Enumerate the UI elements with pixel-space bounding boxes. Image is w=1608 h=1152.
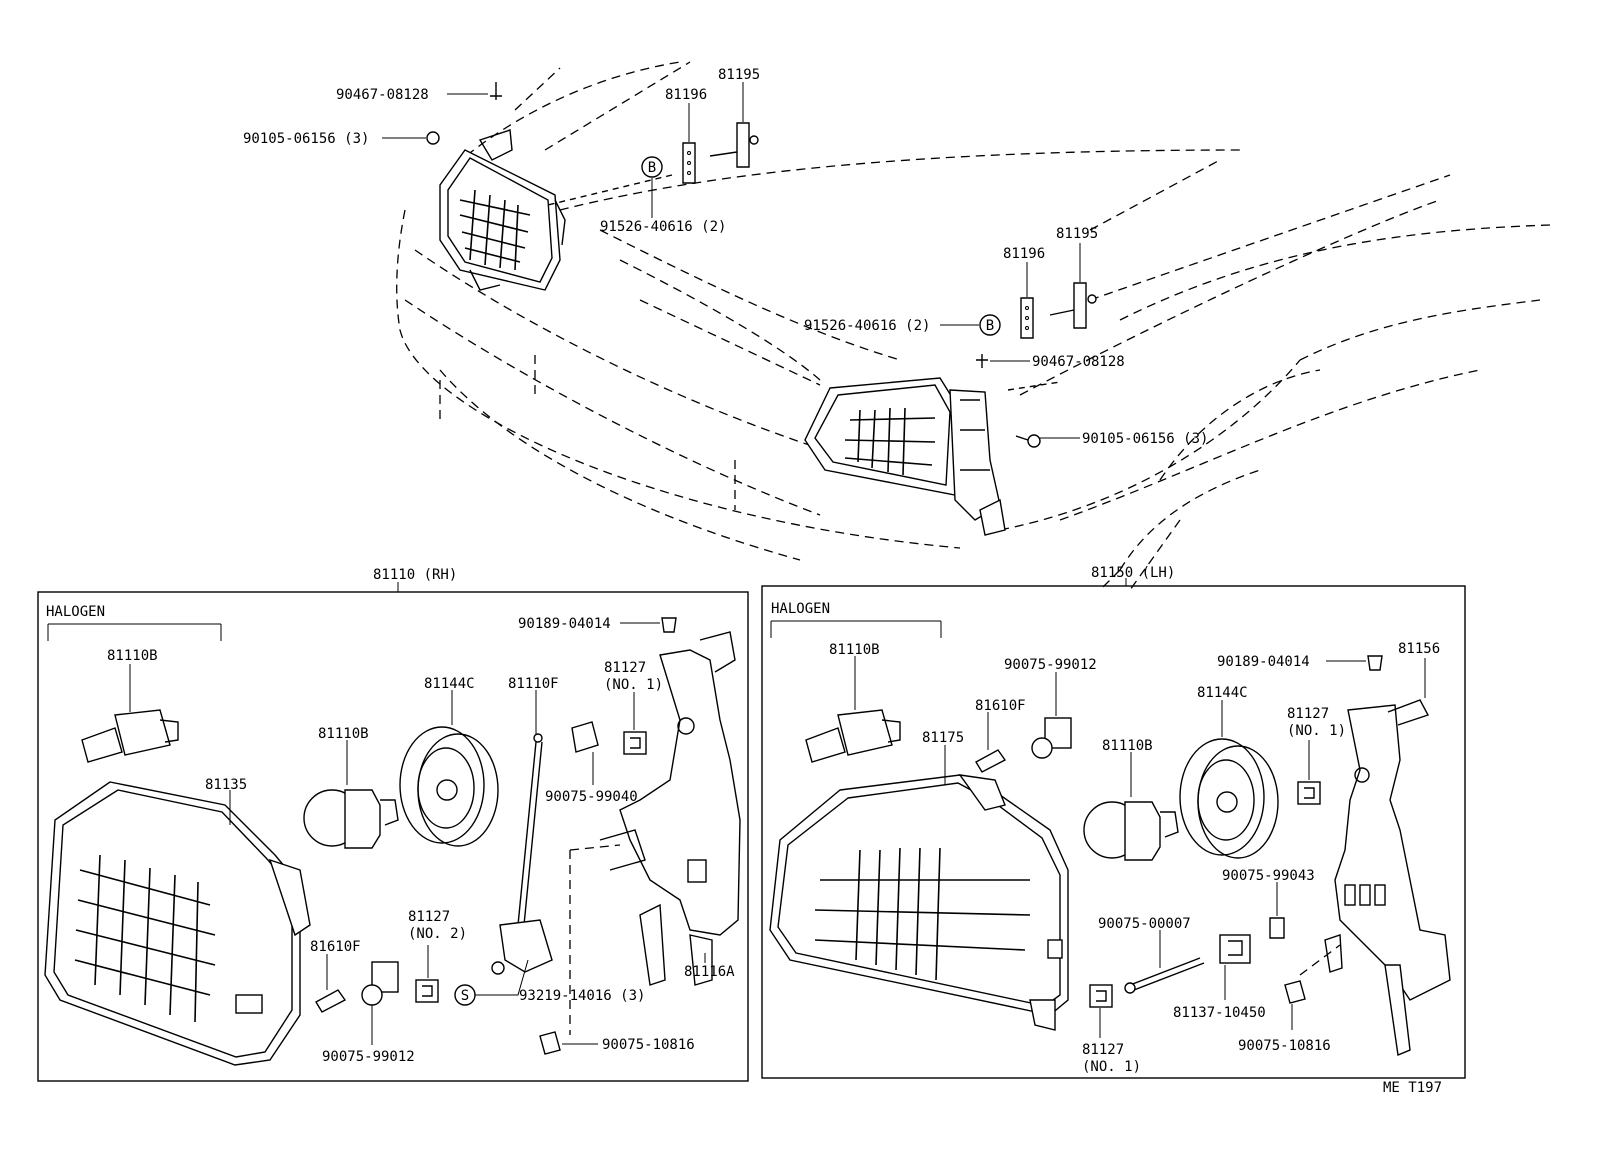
svg-text:81135: 81135 (205, 777, 247, 793)
lh-socket-90075-99012 (1031, 717, 1072, 759)
label-91526-40616-top: 91526-40616 (2) (600, 219, 726, 235)
rh-socket-cover (399, 726, 499, 847)
label-81195-right: 81195 (1056, 226, 1098, 242)
rh-clip-90189-04014 (661, 617, 677, 633)
circle-b-marker-top: B (641, 156, 663, 178)
diagram-code: ME T197 (1383, 1080, 1442, 1096)
svg-text:93219-14016 (3): 93219-14016 (3) (519, 988, 645, 1004)
rh-assembly-title: 81110 (RH) (373, 567, 457, 583)
label-81196-right: 81196 (1003, 246, 1045, 262)
svg-text:90075-99012: 90075-99012 (322, 1049, 415, 1065)
rh-socket-81127-no1 (623, 731, 647, 755)
rh-h4-bulb (81, 709, 179, 763)
svg-text:81127: 81127 (1287, 706, 1329, 722)
label-81196-top: 81196 (665, 87, 707, 103)
label-90105-06156-top: 90105-06156 (3) (243, 131, 369, 147)
rh-mount-bracket (569, 631, 741, 1035)
lh-small-bulb-81610F (975, 749, 1007, 773)
lh-clip-90189-04014 (1367, 655, 1383, 671)
svg-text:90075-00007: 90075-00007 (1098, 916, 1191, 932)
lh-assembly-box: 81150 (LH) HALOGEN 81110B 81175 81610F (761, 565, 1466, 1079)
svg-text:B: B (986, 318, 994, 334)
svg-text:81610F: 81610F (975, 698, 1026, 714)
rh-round-bulb (303, 789, 399, 849)
svg-text:(NO. 1): (NO. 1) (1082, 1059, 1141, 1075)
lh-socket-cover (1179, 738, 1279, 859)
rh-halogen-label: HALOGEN (46, 604, 105, 620)
svg-text:81110B: 81110B (829, 642, 880, 658)
svg-text:90075-10816: 90075-10816 (1238, 1038, 1331, 1054)
svg-text:90075-99012: 90075-99012 (1004, 657, 1097, 673)
svg-text:81110F: 81110F (508, 676, 559, 692)
svg-text:(NO. 2): (NO. 2) (408, 926, 467, 942)
svg-text:81137-10450: 81137-10450 (1173, 1005, 1266, 1021)
label-91526-40616-right: 91526-40616 (2) (804, 318, 930, 334)
svg-text:81127: 81127 (408, 909, 450, 925)
circle-b-marker-right: B (979, 314, 1001, 336)
lh-round-bulb (1083, 801, 1179, 861)
svg-text:81127: 81127 (1082, 1042, 1124, 1058)
label-90467-08128-right: 90467-08128 (1032, 354, 1125, 370)
svg-text:81116A: 81116A (684, 964, 735, 980)
svg-text:81610F: 81610F (310, 939, 361, 955)
svg-text:(NO. 1): (NO. 1) (1287, 723, 1346, 739)
lh-socket-81137-10450 (1219, 934, 1251, 964)
svg-text:90075-10816: 90075-10816 (602, 1037, 695, 1053)
rh-nut-90075-10816 (539, 1031, 561, 1055)
svg-text:(NO. 1): (NO. 1) (604, 677, 663, 693)
top-leader-lines (382, 82, 1081, 439)
svg-text:90075-99043: 90075-99043 (1222, 868, 1315, 884)
svg-text:81110B: 81110B (1102, 738, 1153, 754)
svg-text:S: S (461, 988, 469, 1004)
svg-text:81110B: 81110B (107, 648, 158, 664)
rh-clip-90075-99040 (571, 721, 599, 753)
lh-h4-bulb (805, 709, 901, 763)
rh-socket-81127-no2 (415, 979, 439, 1003)
lh-headlamp-unit (769, 774, 1069, 1031)
svg-text:81156: 81156 (1398, 641, 1440, 657)
svg-text:81144C: 81144C (1197, 685, 1248, 701)
rh-small-bulb-81610F (315, 989, 347, 1013)
svg-text:90075-99040: 90075-99040 (545, 789, 638, 805)
label-81195-top: 81195 (718, 67, 760, 83)
circle-s-marker: S (454, 984, 476, 1006)
lh-assembly-title: 81150 (LH) (1091, 565, 1175, 581)
rh-aim-adjuster (491, 733, 553, 975)
top-headlamp-rh-illustration (426, 82, 759, 291)
svg-text:81175: 81175 (922, 730, 964, 746)
rh-assembly-box: 81110 (RH) HALOGEN 81110B 81135 (37, 567, 749, 1082)
lh-halogen-label: HALOGEN (771, 601, 830, 617)
svg-text:90189-04014: 90189-04014 (518, 616, 611, 632)
lh-bolt-90075-00007 (1124, 957, 1205, 994)
lh-socket-81127-upper (1297, 781, 1321, 805)
lh-nut-90075-10816 (1284, 980, 1306, 1004)
svg-text:81127: 81127 (604, 660, 646, 676)
label-90105-06156-right: 90105-06156 (3) (1082, 431, 1208, 447)
svg-text:81110B: 81110B (318, 726, 369, 742)
lh-mount-bracket (1299, 699, 1451, 1056)
svg-text:B: B (648, 160, 656, 176)
rh-socket-90075-99012 (361, 961, 399, 1006)
lh-cap-90075-99043 (1269, 917, 1285, 939)
car-body-outline (396, 61, 1551, 591)
lh-socket-81127-lower (1089, 984, 1113, 1008)
svg-text:81144C: 81144C (424, 676, 475, 692)
rh-headlamp-unit (44, 781, 311, 1066)
top-headlamp-lh-illustration (804, 282, 1097, 536)
svg-text:90189-04014: 90189-04014 (1217, 654, 1310, 670)
label-90467-08128-top: 90467-08128 (336, 87, 429, 103)
